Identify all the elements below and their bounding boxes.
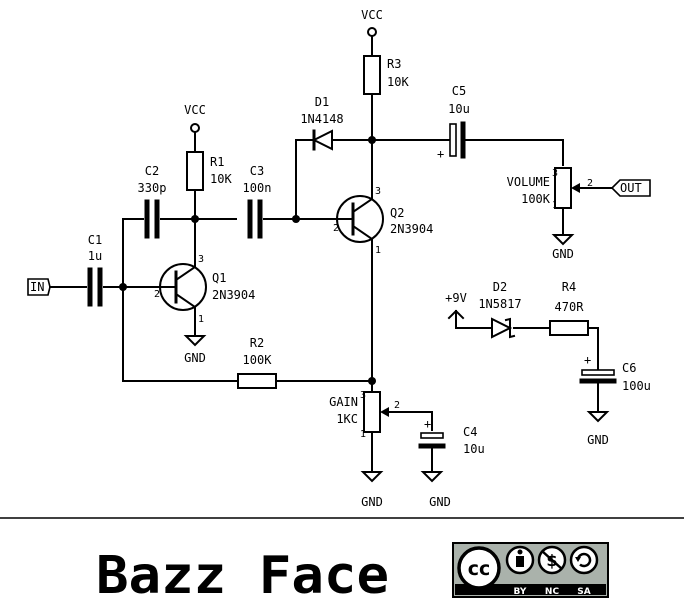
q2-pin-2: 2 [333, 223, 339, 234]
capacitor-c1 [87, 267, 103, 307]
capacitor-c3 [247, 199, 263, 239]
c1-value: 1u [88, 249, 102, 263]
r4-ref: R4 [562, 280, 576, 294]
capacitor-c5 [449, 121, 564, 166]
r2-ref: R2 [250, 336, 264, 350]
r3-value: 10K [387, 75, 409, 89]
non-commercial-icon: $ [537, 545, 567, 575]
c2-value: 330p [138, 181, 167, 195]
d1-ref: D1 [315, 95, 329, 109]
r2-value: 100K [243, 353, 273, 367]
d1-value: 1N4148 [300, 112, 343, 126]
ground-symbol [420, 471, 444, 483]
diode-d1 [295, 129, 453, 220]
capacitor-c2 [144, 199, 160, 239]
vcc-terminal-left [190, 123, 200, 133]
transistor-q2 [336, 139, 384, 393]
wire-power-supply [447, 309, 551, 329]
resistor-r1 [186, 131, 204, 257]
license-sa: SA [577, 587, 590, 597]
c4-value: 10u [463, 442, 485, 456]
c5-ref: C5 [452, 84, 466, 98]
d2-value: 1N5817 [478, 297, 521, 311]
vcc-label-top: VCC [361, 8, 383, 22]
potentiometer-volume [554, 167, 613, 236]
r4-value: 470R [555, 300, 585, 314]
q1-pin-3: 3 [198, 254, 204, 265]
gnd-label-c4: GND [429, 495, 451, 509]
transistor-q1 [159, 255, 207, 334]
c6-polarity: + [584, 353, 591, 367]
q1-pin-2: 2 [154, 289, 160, 300]
supply-label: +9V [445, 291, 467, 305]
c2-ref: C2 [145, 164, 159, 178]
license-nc: NC [545, 587, 560, 597]
c3-value: 100n [243, 181, 272, 195]
volume-pin-2: 2 [587, 178, 593, 189]
gnd-label-volume: GND [552, 247, 574, 261]
potentiometer-gain [363, 391, 433, 473]
license-by: BY [514, 587, 527, 597]
output-port [610, 179, 651, 197]
c6-value: 100u [622, 379, 651, 393]
output-port-label: OUT [620, 181, 642, 195]
gain-pin-3: 3 [360, 390, 366, 401]
c6-ref: C6 [622, 361, 636, 375]
vcc-label-left: VCC [184, 103, 206, 117]
capacitor-c4 [418, 432, 446, 473]
c4-ref: C4 [463, 425, 477, 439]
resistor-r3 [363, 35, 381, 141]
gnd-label-gain: GND [361, 495, 383, 509]
cc-logo-text: cc [468, 558, 491, 580]
r1-ref: R1 [210, 155, 224, 169]
input-port-label: IN [30, 280, 44, 294]
ground-symbol [183, 332, 207, 347]
q1-pin-1: 1 [198, 314, 204, 325]
gain-ref: GAIN [329, 395, 358, 409]
attribution-icon [505, 545, 535, 575]
q1-value: 2N3904 [212, 288, 255, 302]
gnd-label-q1: GND [184, 351, 206, 365]
q2-pin-3: 3 [375, 186, 381, 197]
project-title: Bazz Face [96, 546, 389, 606]
gain-pin-2: 2 [394, 400, 400, 411]
volume-ref: VOLUME [507, 175, 550, 189]
r1-value: 10K [210, 172, 232, 186]
q2-pin-1: 1 [375, 245, 381, 256]
r3-ref: R3 [387, 57, 401, 71]
capacitor-c6 [579, 369, 617, 413]
gain-value: 1KC [336, 412, 358, 426]
input-port [27, 278, 51, 296]
q2-value: 2N3904 [390, 222, 433, 236]
c1-ref: C1 [88, 233, 102, 247]
gnd-label-c6: GND [587, 433, 609, 447]
volume-pin-3: 3 [552, 168, 558, 179]
q1-ref: Q1 [212, 271, 226, 285]
ground-symbol [360, 471, 384, 483]
resistor-r2 [237, 373, 277, 389]
c5-polarity: + [437, 147, 444, 161]
resistor-r4 [549, 320, 599, 371]
c4-polarity: + [424, 417, 431, 431]
c5-value: 10u [448, 102, 470, 116]
gain-pin-1: 1 [360, 429, 366, 440]
cc-logo-icon: cc [457, 546, 501, 590]
volume-pin-1: 1 [552, 200, 558, 211]
share-alike-icon [569, 545, 599, 575]
d2-ref: D2 [493, 280, 507, 294]
volume-value: 100K [521, 192, 551, 206]
ground-symbol [551, 234, 575, 246]
q2-ref: Q2 [390, 206, 404, 220]
vcc-terminal-top [367, 27, 377, 37]
ground-symbol [586, 411, 610, 423]
diode-d2 [491, 317, 516, 339]
c3-ref: C3 [250, 164, 264, 178]
license-badge: cc $ BY NC SA [452, 542, 609, 598]
junction-dots [119, 136, 376, 385]
